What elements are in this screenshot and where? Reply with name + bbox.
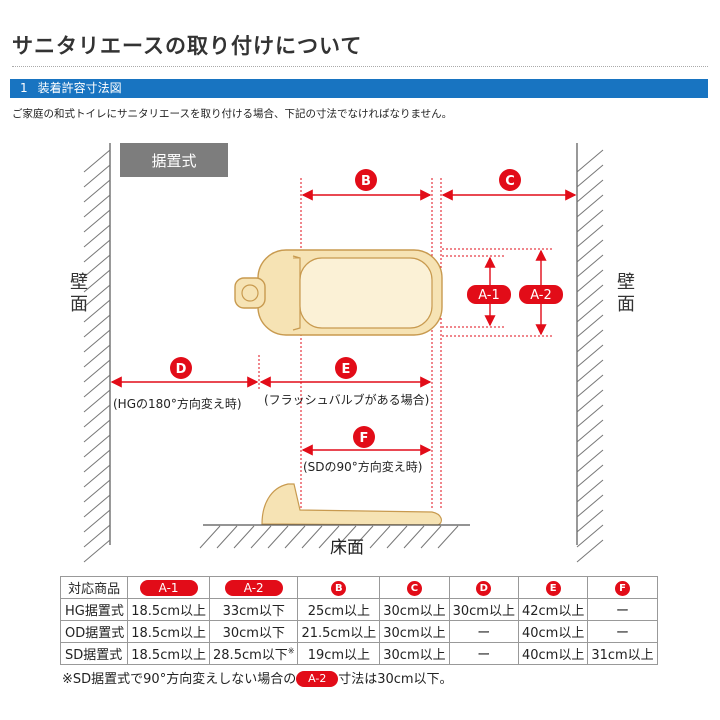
row-name: SD据置式 <box>59 642 129 665</box>
spec-table: 対応商品 A-1 A-2 B C D E F HG据置式 18.5cm以上 33… <box>59 576 658 665</box>
table-row: OD据置式 18.5cm以上 30cm以下 21.5cm以上 30cm以上 ー … <box>59 620 658 643</box>
cell-f: ー <box>587 620 658 643</box>
cell-a2: 30cm以下 <box>209 620 299 643</box>
cell-f: 31cm以上 <box>587 642 658 665</box>
installation-diagram: 壁 面 壁 面 据置式 床面 <box>70 143 635 563</box>
header-c: C <box>379 576 450 599</box>
row-name: HG据置式 <box>59 598 129 621</box>
mode-label: 据置式 <box>151 152 196 170</box>
cell-e: 40cm以上 <box>517 642 589 665</box>
cell-c: 30cm以上 <box>379 642 450 665</box>
marker-a2: A-2 <box>519 285 563 304</box>
svg-text:C: C <box>505 174 515 189</box>
section-title: 装着許容寸法図 <box>37 81 122 95</box>
left-wall <box>83 143 111 563</box>
svg-text:E: E <box>342 362 351 377</box>
note-e: (フラッシュバルブがある場合) <box>264 392 429 407</box>
toilet-side-view <box>261 483 442 526</box>
intro-text: ご家庭の和式トイレにサニタリエースを取り付ける場合、下記の寸法でなければなりませ… <box>12 108 453 120</box>
svg-text:D: D <box>176 362 187 377</box>
cell-b: 25cm以上 <box>297 598 381 621</box>
header-a1: A-1 <box>127 576 211 599</box>
cell-a2: 33cm以下 <box>209 598 299 621</box>
svg-text:F: F <box>360 431 369 446</box>
marker-e: E <box>335 357 357 379</box>
section-header: 1 装着許容寸法図 <box>10 79 708 98</box>
row-name: OD据置式 <box>59 620 129 643</box>
cell-a1: 18.5cm以上 <box>127 598 211 621</box>
header-b: B <box>297 576 381 599</box>
cell-c: 30cm以上 <box>379 620 450 643</box>
left-wall-label-2: 面 <box>70 294 88 315</box>
cell-d: 30cm以上 <box>448 598 519 621</box>
header-product: 対応商品 <box>59 576 129 599</box>
title-divider <box>12 66 708 67</box>
header-e: E <box>517 576 589 599</box>
cell-a1: 18.5cm以上 <box>127 620 211 643</box>
cell-a2: 28.5cm以下※ <box>209 642 299 665</box>
section-number: 1 <box>20 81 28 95</box>
right-wall <box>576 143 604 563</box>
table-row: SD据置式 18.5cm以上 28.5cm以下※ 19cm以上 30cm以上 ー… <box>59 642 658 665</box>
reference-lines <box>258 178 552 510</box>
svg-text:A-2: A-2 <box>530 288 552 303</box>
floor-label: 床面 <box>330 538 364 558</box>
note-f: (SDの90°方向変え時) <box>303 459 423 474</box>
svg-text:B: B <box>361 174 371 189</box>
page-title: サニタリエースの取り付けについて <box>12 34 363 58</box>
svg-text:A-1: A-1 <box>478 288 500 303</box>
right-wall-label-2: 面 <box>617 294 635 315</box>
footnote-a2-tag: A-2 <box>296 671 339 687</box>
table-row: HG据置式 18.5cm以上 33cm以下 25cm以上 30cm以上 30cm… <box>59 598 658 621</box>
cell-c: 30cm以上 <box>379 598 450 621</box>
left-wall-label-1: 壁 <box>70 272 88 293</box>
marker-a1: A-1 <box>467 285 511 304</box>
marker-c: C <box>499 169 521 191</box>
cell-b: 21.5cm以上 <box>297 620 381 643</box>
table-header-row: 対応商品 A-1 A-2 B C D E F <box>59 576 658 599</box>
toilet-top-view <box>234 249 443 336</box>
cell-f: ー <box>587 598 658 621</box>
cell-e: 40cm以上 <box>517 620 589 643</box>
header-a2: A-2 <box>209 576 299 599</box>
header-d: D <box>448 576 519 599</box>
right-wall-label-1: 壁 <box>617 272 635 293</box>
cell-e: 42cm以上 <box>517 598 589 621</box>
marker-d: D <box>170 357 192 379</box>
header-f: F <box>587 576 658 599</box>
floor <box>199 524 470 549</box>
cell-d: ー <box>448 620 519 643</box>
cell-b: 19cm以上 <box>297 642 381 665</box>
marker-f: F <box>353 426 375 448</box>
cell-d: ー <box>448 642 519 665</box>
marker-b: B <box>355 169 377 191</box>
mode-label-box <box>120 143 228 177</box>
note-d: (HGの180°方向変え時) <box>113 396 242 411</box>
cell-a1: 18.5cm以上 <box>127 642 211 665</box>
